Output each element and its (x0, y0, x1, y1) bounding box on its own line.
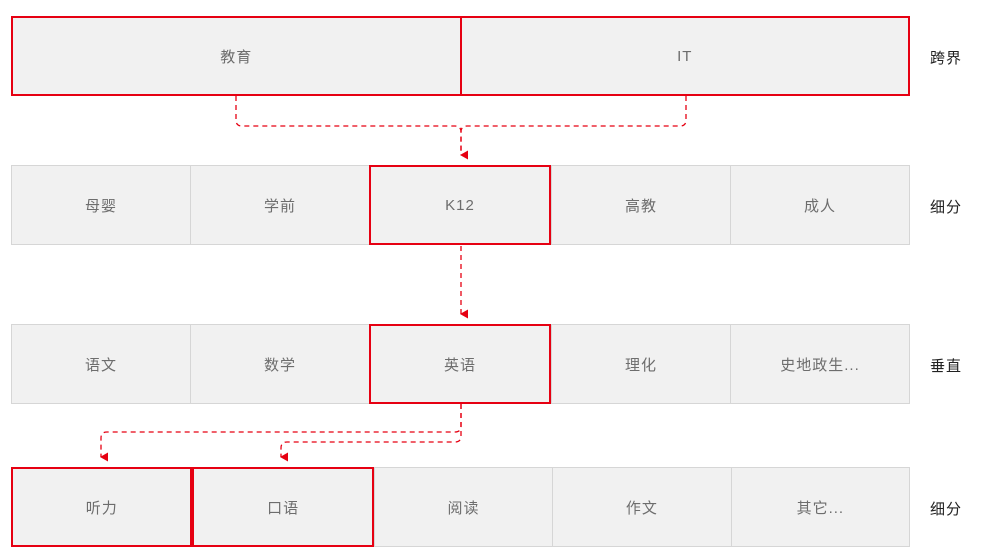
cell-label: 学前 (263, 197, 296, 215)
row-label-segment-top: 细分 (930, 199, 963, 216)
cell-maternal-infant[interactable]: 母婴 (11, 165, 190, 245)
row-label-crossover: 跨界 (930, 50, 963, 67)
row-label-vertical: 垂直 (930, 358, 963, 375)
cell-chinese[interactable]: 语文 (11, 324, 190, 404)
connector-education-to-k12 (235, 96, 468, 160)
cell-label: IT (677, 47, 693, 65)
cell-label: 作文 (625, 499, 658, 517)
cell-preschool[interactable]: 学前 (190, 165, 369, 245)
cell-english[interactable]: 英语 (369, 324, 551, 404)
cell-label: 语文 (84, 356, 117, 374)
connector-it-to-k12 (460, 96, 687, 152)
row-label-segment-bottom: 细分 (930, 501, 963, 518)
cell-label: 教育 (220, 48, 253, 66)
cell-k12[interactable]: K12 (369, 165, 551, 245)
cell-label: 数学 (263, 356, 296, 374)
cell-higher-education[interactable]: 高教 (551, 165, 730, 245)
cell-adult[interactable]: 成人 (730, 165, 910, 245)
cell-education[interactable]: 教育 (11, 16, 460, 96)
cell-it[interactable]: IT (459, 16, 910, 96)
cell-label: 成人 (803, 197, 836, 215)
cell-label: 阅读 (447, 499, 480, 517)
row-segment-bottom: 听力 口语 阅读 作文 其它... (11, 467, 911, 547)
cell-label: 史地政生... (780, 356, 860, 374)
cell-reading[interactable]: 阅读 (373, 467, 553, 547)
cell-listening[interactable]: 听力 (11, 467, 193, 547)
cell-label: 理化 (624, 356, 657, 374)
cell-label: K12 (445, 196, 475, 214)
cell-label: 其它... (796, 499, 845, 517)
connector-english-to-speaking (280, 404, 462, 462)
cell-others[interactable]: 其它... (730, 467, 911, 547)
cell-label: 高教 (624, 197, 657, 215)
row-crossover: 教育 IT (11, 16, 910, 96)
cell-label: 母婴 (84, 197, 117, 215)
cell-writing[interactable]: 作文 (552, 467, 731, 547)
cell-label: 听力 (85, 499, 118, 517)
row-segment-top: 母婴 学前 K12 高教 成人 (11, 165, 910, 245)
cell-label: 口语 (267, 499, 300, 517)
cell-history-geography-politics-biology[interactable]: 史地政生... (730, 324, 910, 404)
cell-math[interactable]: 数学 (190, 324, 369, 404)
cell-label: 英语 (443, 356, 476, 374)
cell-physics-chemistry[interactable]: 理化 (551, 324, 730, 404)
cell-speaking[interactable]: 口语 (192, 467, 374, 547)
row-vertical: 语文 数学 英语 理化 史地政生... (11, 324, 910, 404)
connector-english-to-listening (100, 404, 462, 462)
